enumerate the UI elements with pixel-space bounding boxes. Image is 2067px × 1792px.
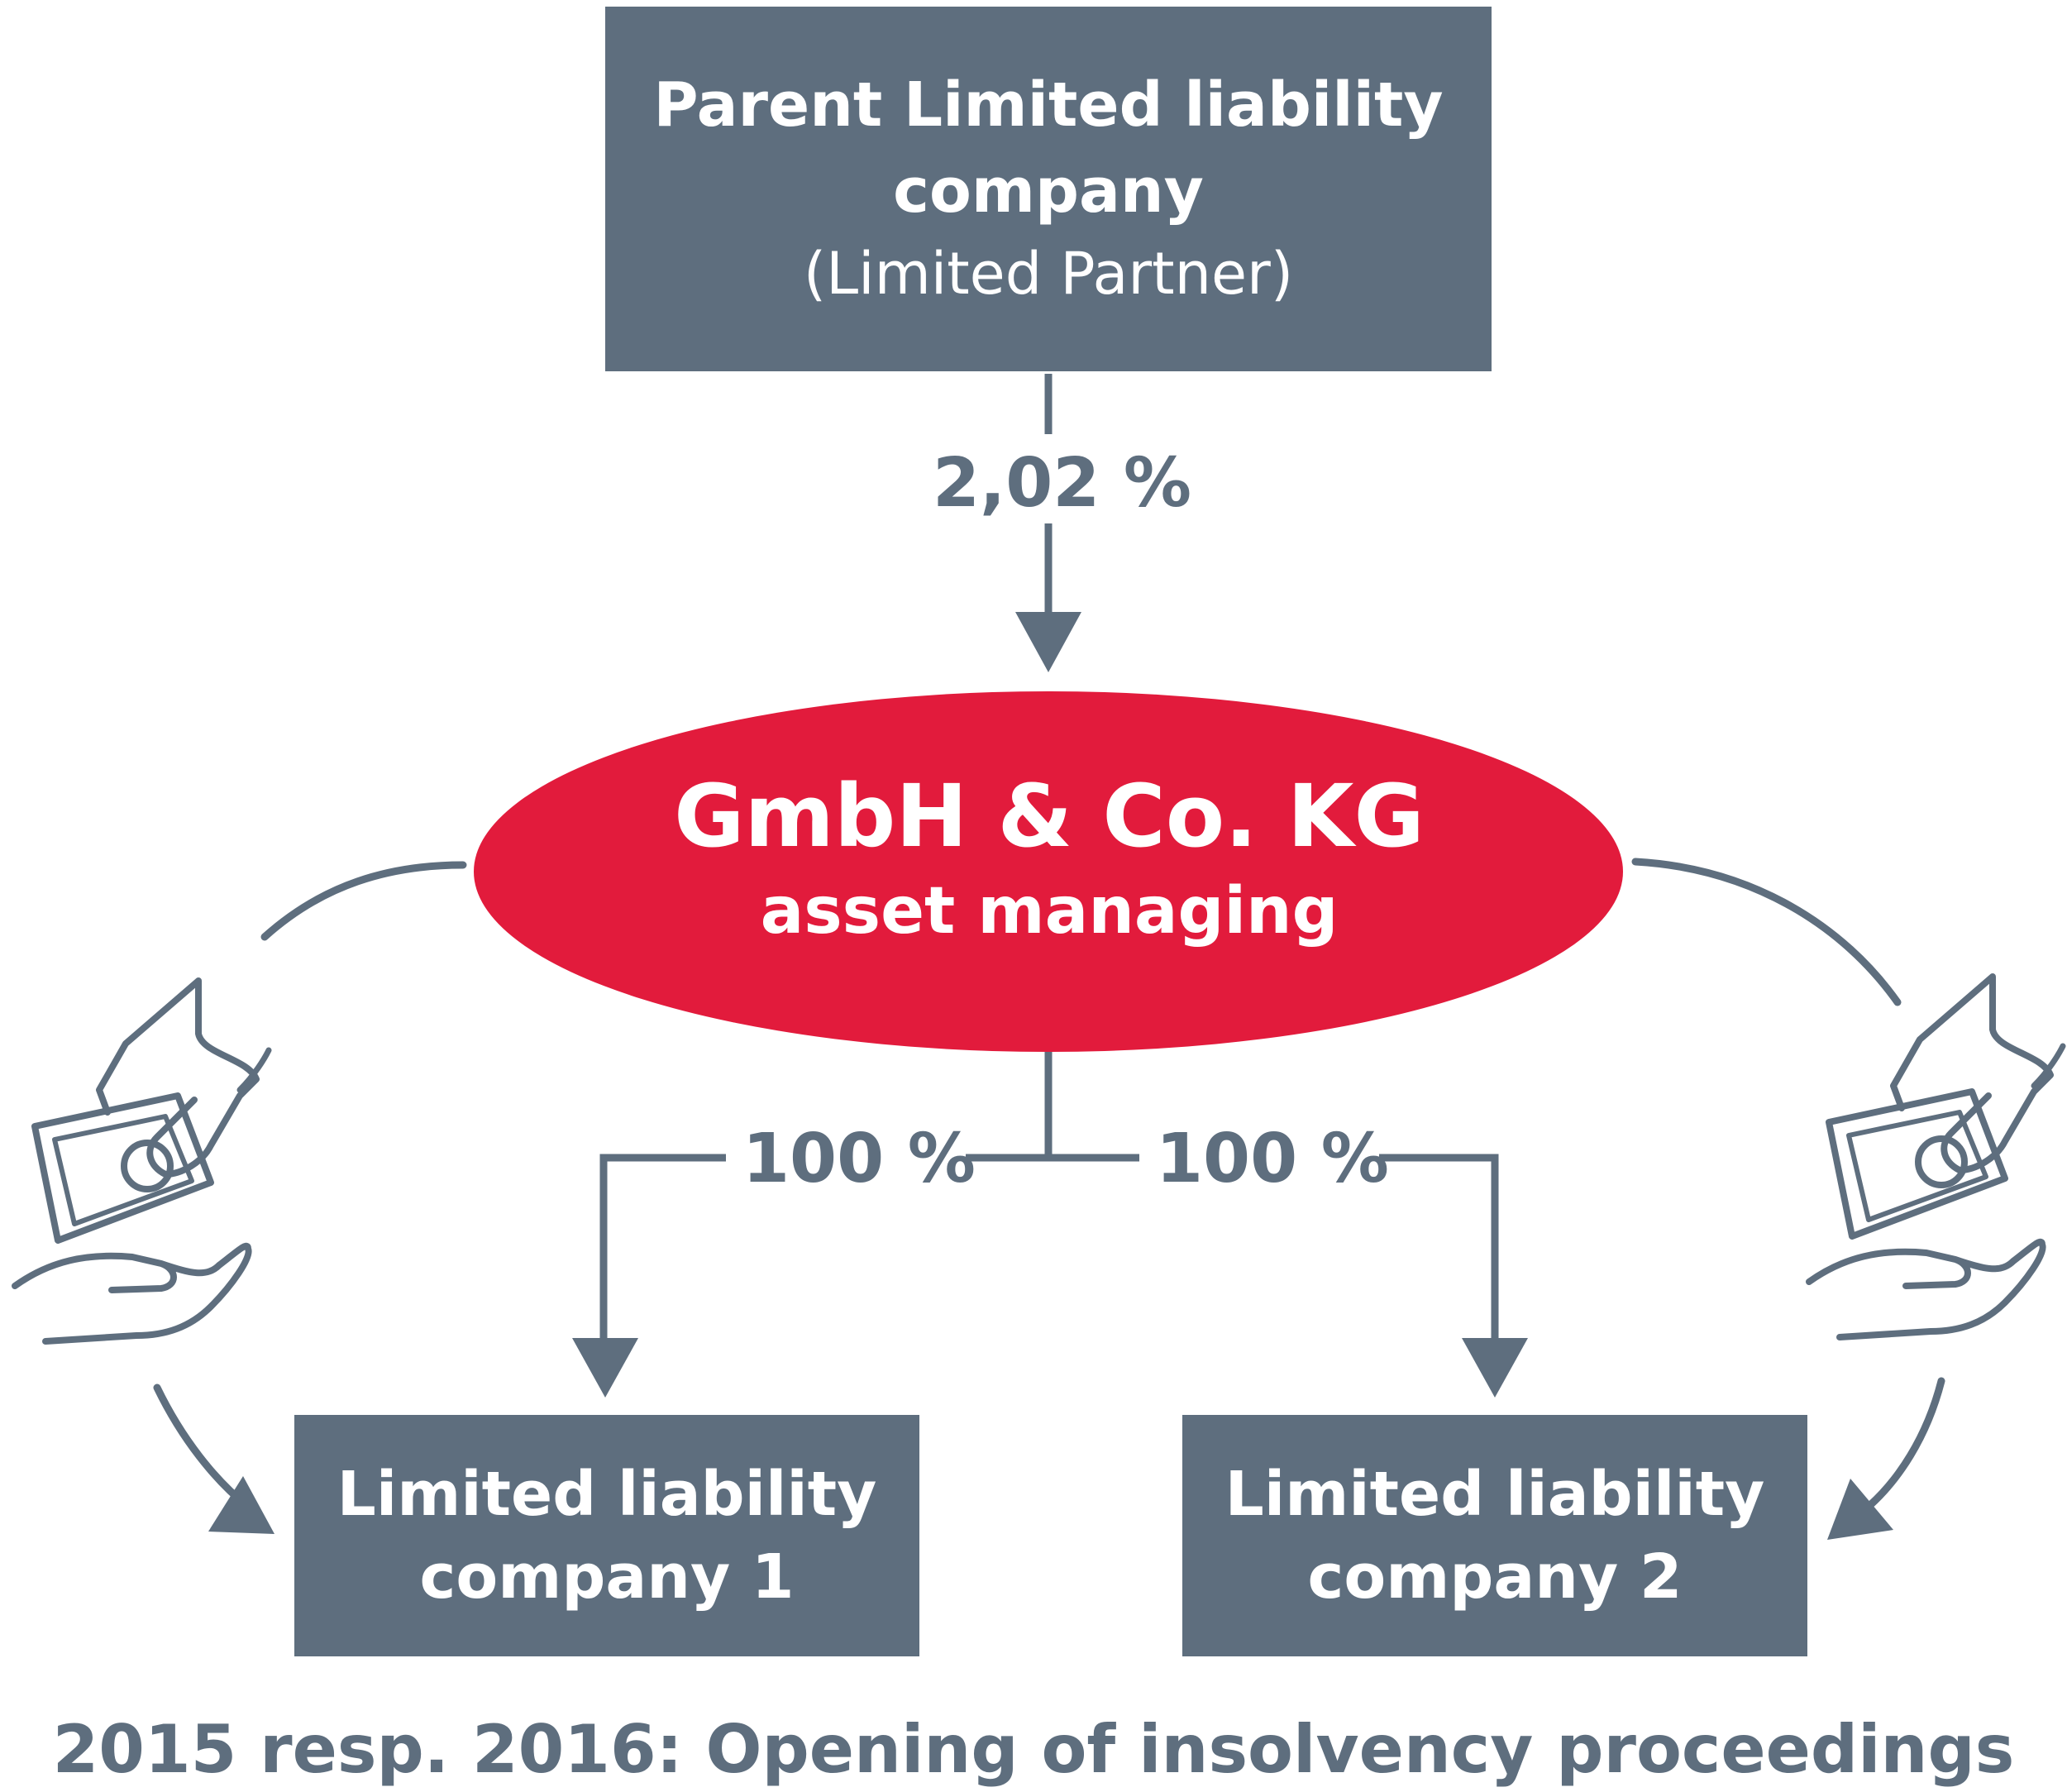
- arrowhead-to-kg: [1015, 612, 1081, 672]
- footer-caption: 2015 resp. 2016: Opening of insolvency p…: [52, 1711, 2015, 1788]
- money-handover-icon-left: [15, 981, 269, 1341]
- parent-company-box: Parent Limited liability company (Limite…: [605, 7, 1492, 371]
- parent-company-title-line1: Parent Limited liability: [653, 69, 1444, 141]
- company2-line1: Limited liability: [1224, 1459, 1765, 1530]
- company2-box: Limited liability company 2: [1182, 1415, 1807, 1656]
- arrowhead-flow-right: [1827, 1479, 1893, 1540]
- parent-company-role: (Limited Partner): [803, 239, 1294, 308]
- flow-arc-right-bottom: [1866, 1377, 1945, 1509]
- kg-subtitle: asset managing: [760, 874, 1339, 949]
- company2-line2: company 2: [1307, 1541, 1683, 1613]
- kg-ellipse: [474, 691, 1623, 1052]
- arrowhead-to-company2: [1462, 1338, 1528, 1398]
- ownership-label-company2: 100 %: [1156, 1120, 1389, 1198]
- connector-kg-company1: [599, 1154, 726, 1344]
- ownership-label-parent-kg: 2,02 %: [933, 444, 1192, 523]
- flow-arc-right-top: [1631, 858, 1902, 1006]
- parent-company-title-line2: company: [893, 155, 1204, 227]
- arrowhead-flow-left: [208, 1476, 274, 1534]
- money-handover-icon-right: [1809, 977, 2063, 1337]
- company1-line1: Limited liability: [337, 1459, 877, 1530]
- kg-name: GmbH & Co. KG: [674, 766, 1425, 867]
- flow-arc-left-top: [260, 861, 467, 941]
- kg-entity: GmbH & Co. KG asset managing: [475, 691, 1624, 1052]
- company1-box: Limited liability company 1: [294, 1415, 919, 1656]
- company1-line2: company 1: [419, 1541, 795, 1613]
- flow-arc-left-bottom: [153, 1383, 252, 1511]
- ownership-label-company1: 100 %: [742, 1120, 976, 1198]
- connector-kg-company2: [1379, 1154, 1499, 1344]
- arrowhead-to-company1: [572, 1338, 638, 1398]
